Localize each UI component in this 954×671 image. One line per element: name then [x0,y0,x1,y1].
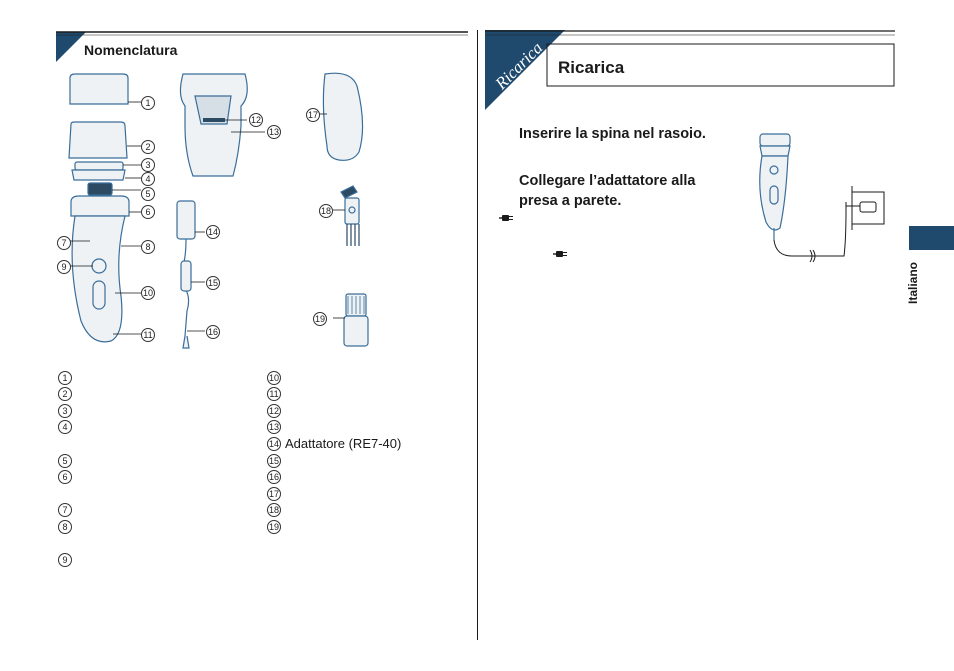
language-label: Italiano [906,261,920,304]
section-title: Nomenclatura [84,42,178,58]
callout-17: 17 [306,108,320,122]
ricarica-title: Ricarica [558,58,625,77]
callout-6: 6 [141,205,155,219]
callout-11: 11 [141,328,155,342]
callout-9: 9 [57,260,71,274]
callout-12: 12 [249,113,263,127]
callout-10: 10 [141,286,155,300]
corner-label-wrap: Ricarica [486,38,566,93]
callout-13: 13 [267,125,281,139]
callout-16: 16 [206,325,220,339]
callout-5: 5 [141,187,155,201]
step-1-text: Inserire la spina nel rasoio. [519,126,706,142]
callout-8: 8 [141,240,155,254]
plug-icon [499,215,513,221]
callout-4: 4 [141,172,155,186]
plug-icon [553,251,567,257]
page-divider [477,30,478,640]
section-header-decoration [56,31,468,62]
callout-15: 15 [206,276,220,290]
charging-illustration [759,133,885,263]
callout-3: 3 [141,158,155,172]
step-2-line-2: presa a parete. [519,193,622,209]
parts-illustration [67,72,369,349]
ricarica-header-decoration [485,30,895,110]
callout-19: 19 [313,312,327,326]
callout-18: 18 [319,204,333,218]
step-2-line-1: Collegare l’adattatore alla [519,173,696,189]
callout-2: 2 [141,140,155,154]
callout-14: 14 [206,225,220,239]
callout-7: 7 [57,236,71,250]
callout-1: 1 [141,96,155,110]
language-tab [909,226,954,250]
